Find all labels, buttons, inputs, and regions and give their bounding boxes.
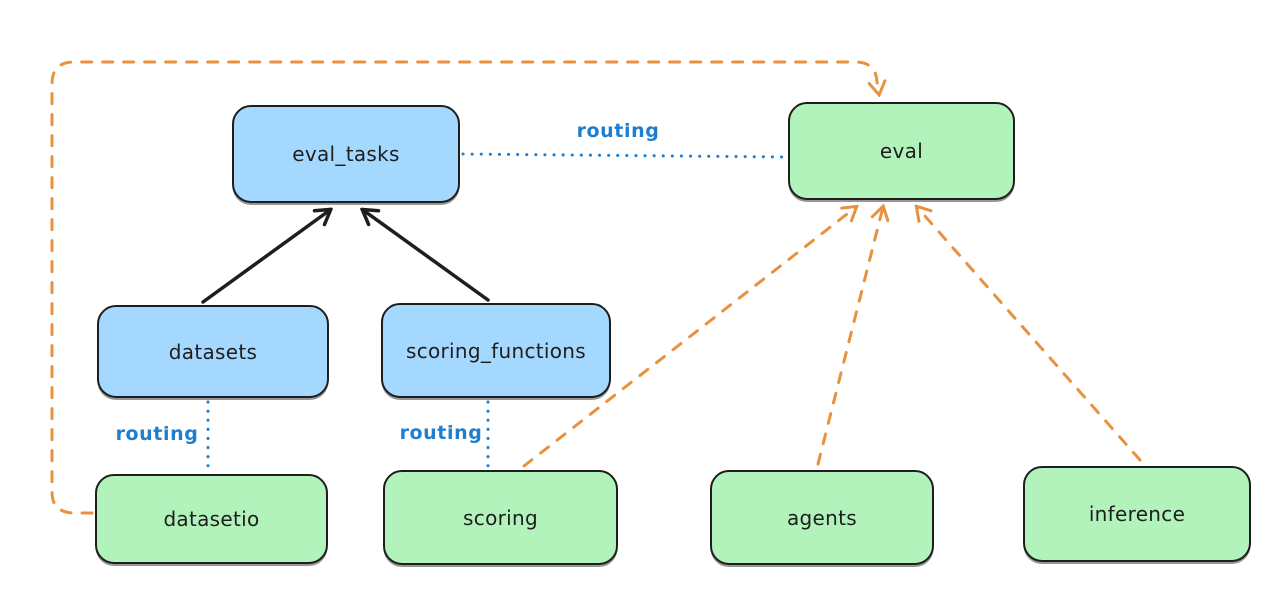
edge-eval-tasks-to-eval-routing (461, 152, 788, 159)
edge-inference-to-eval (917, 207, 1142, 462)
node-eval-label: eval (879, 139, 924, 163)
node-datasetio[interactable]: datasetio (95, 474, 328, 564)
node-scoring-functions-label: scoring_functions (405, 338, 587, 363)
node-inference-label: inference (1088, 502, 1186, 526)
node-eval-tasks[interactable]: eval_tasks (232, 105, 460, 203)
edge-scoring-to-eval (522, 207, 856, 468)
node-datasetio-label: datasetio (163, 507, 260, 531)
edge-scoring-functions-to-eval-tasks (363, 210, 490, 302)
node-datasets-label: datasets (168, 339, 258, 364)
node-agents[interactable]: agents (710, 470, 934, 565)
edge-agents-to-eval (816, 207, 883, 466)
node-eval-tasks-label: eval_tasks (292, 142, 400, 166)
node-scoring[interactable]: scoring (383, 470, 618, 565)
node-scoring-label: scoring (463, 505, 538, 530)
node-scoring-functions[interactable]: scoring_functions (381, 303, 611, 398)
node-datasets[interactable]: datasets (97, 305, 329, 398)
routing-label-datasets-datasetio: routing (115, 423, 199, 445)
edge-datasets-to-eval-tasks (201, 210, 330, 304)
node-inference[interactable]: inference (1023, 466, 1251, 562)
routing-label-eval-tasks-eval: routing (576, 120, 660, 142)
node-agents-label: agents (787, 505, 857, 530)
routing-label-scoring-functions-scoring: routing (399, 422, 483, 444)
node-eval[interactable]: eval (788, 102, 1015, 200)
edge-datasetio-to-eval (50, 60, 879, 515)
